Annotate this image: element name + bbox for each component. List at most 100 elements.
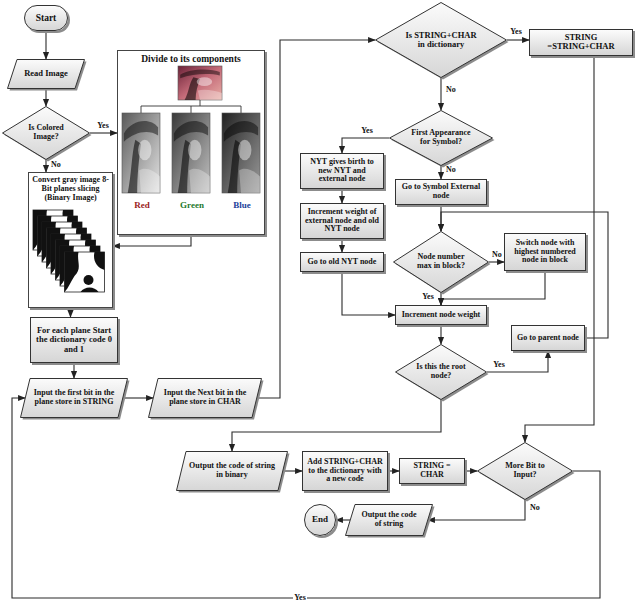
flow-arrow bbox=[487, 351, 548, 372]
channel-label: Red bbox=[122, 201, 162, 211]
process-box: For each plane Start the dictionary code… bbox=[30, 317, 118, 363]
terminal: Start bbox=[24, 5, 68, 31]
edge-label: Yes bbox=[421, 293, 435, 302]
edge-label: Yes bbox=[509, 28, 523, 37]
flow-arrow bbox=[70, 308, 71, 317]
io-box: Output the code of string in binary bbox=[176, 451, 288, 491]
process-box: Go to old NYT node bbox=[300, 252, 384, 272]
photo-ground bbox=[122, 113, 160, 193]
node-text: Start bbox=[36, 13, 57, 23]
portrait bbox=[224, 121, 260, 193]
node-text: More Bit to Input? bbox=[497, 462, 553, 480]
node-text: Is STRING+CHAR in dictionary bbox=[403, 31, 480, 50]
edge-label: No bbox=[491, 251, 503, 260]
channel-label: Green bbox=[172, 201, 212, 211]
channel-photos bbox=[122, 113, 260, 193]
process-box: Go to parent node bbox=[511, 325, 585, 351]
panel-heading: Convert gray image 8-Bit planes slicing … bbox=[29, 176, 112, 202]
node-text: Add STRING+CHAR to the dictionary with a… bbox=[307, 458, 383, 484]
edge-label: Yes bbox=[360, 127, 374, 136]
shape-border bbox=[396, 345, 487, 400]
bit-planes bbox=[33, 210, 105, 292]
process-box: Go to Symbol External node bbox=[395, 179, 487, 205]
flow-arrow bbox=[440, 78, 441, 110]
node-text: Input the first bit in the plane store i… bbox=[33, 389, 115, 407]
flow-arrow bbox=[336, 519, 350, 520]
flow-arrow bbox=[45, 31, 46, 59]
split-lines bbox=[141, 100, 241, 113]
flow-arrow bbox=[342, 272, 395, 315]
shape-border bbox=[149, 379, 262, 418]
flow-arrow bbox=[341, 239, 342, 252]
shape-border bbox=[3, 107, 90, 160]
flow-arrow bbox=[73, 363, 74, 378]
photo-ground bbox=[178, 66, 222, 100]
shape-border bbox=[177, 452, 288, 491]
flow-arrow bbox=[283, 470, 302, 471]
image-panel: Convert gray image 8-Bit planes slicing … bbox=[28, 172, 113, 308]
flow-arrow bbox=[428, 500, 525, 520]
decision-diamond: More Bit to Input? bbox=[477, 442, 573, 500]
node-text: Go to Symbol External node bbox=[400, 183, 482, 201]
io-box: Read Image bbox=[7, 59, 85, 89]
node-text: Is Colored Image? bbox=[21, 124, 72, 142]
shape-border bbox=[346, 505, 433, 536]
flow-arrow bbox=[388, 470, 399, 471]
edge-label: No bbox=[50, 161, 62, 170]
flow-arrow bbox=[12, 398, 600, 598]
process-box: Increment node weight bbox=[395, 305, 487, 325]
node-text: Go to parent node bbox=[517, 334, 579, 343]
edge-label: No bbox=[445, 86, 457, 95]
node-text: STRING =STRING+CHAR bbox=[534, 33, 628, 52]
flow-arrow bbox=[465, 470, 477, 471]
flow-arrow bbox=[232, 400, 441, 451]
io-box: Output the code of string bbox=[345, 504, 433, 536]
flow-arrow bbox=[45, 160, 46, 172]
flow-arrow bbox=[440, 166, 441, 179]
process-box: STRING =STRING+CHAR bbox=[529, 29, 633, 56]
tree-line bbox=[141, 100, 241, 113]
photo-ground bbox=[222, 113, 260, 193]
node-text: Increment weight of external node and ol… bbox=[305, 208, 379, 234]
process-box: NYT gives birth to new NYT and external … bbox=[300, 153, 384, 189]
node-text: Read Image bbox=[24, 69, 68, 78]
node-text: Input the Next bit in the plane store in… bbox=[161, 389, 249, 407]
edge-label: Yes bbox=[96, 122, 110, 131]
decision-diamond: Is Colored Image? bbox=[2, 106, 90, 160]
edge-label: No bbox=[529, 504, 541, 513]
photo-ground bbox=[172, 113, 210, 193]
node-text: First Appearance for Symbol? bbox=[411, 129, 471, 147]
decision-diamond: First Appearance for Symbol? bbox=[389, 110, 493, 166]
process-box: Switch node with highest numbered node i… bbox=[504, 233, 586, 271]
io-box: Input the first bit in the plane store i… bbox=[20, 378, 128, 418]
decision-diamond: Is this the root node? bbox=[395, 344, 487, 400]
node-text: Go to old NYT node bbox=[308, 258, 377, 267]
flow-arrow bbox=[90, 132, 117, 133]
node-text: For each plane Start the dictionary code… bbox=[35, 326, 113, 354]
flow-arrow bbox=[489, 261, 504, 262]
shape-border bbox=[394, 232, 489, 293]
panel-ground bbox=[28, 172, 113, 308]
flow-arrow bbox=[507, 39, 529, 40]
edge-label: No bbox=[445, 166, 457, 175]
node-text: Is this the root node? bbox=[415, 363, 468, 381]
color-photo bbox=[178, 66, 222, 100]
panel-heading: Divide to its components bbox=[118, 54, 264, 64]
bit-plane bbox=[65, 252, 105, 292]
process-box: Increment weight of external node and ol… bbox=[300, 203, 384, 239]
portrait bbox=[180, 69, 222, 100]
decision-diamond: Is STRING+CHAR in dictionary bbox=[375, 2, 507, 78]
end-terminal: End bbox=[304, 504, 336, 536]
flow-arrow bbox=[123, 397, 153, 398]
node-text: End bbox=[312, 515, 328, 525]
shape-border bbox=[21, 379, 128, 418]
flow-arrow bbox=[342, 138, 389, 153]
shape-border bbox=[478, 443, 573, 500]
node-text: Output the code of string in binary bbox=[189, 462, 275, 480]
decision-diamond: Node number max in block? bbox=[393, 231, 489, 293]
node-text: Switch node with highest numbered node i… bbox=[509, 239, 581, 265]
node-text: Node number max in block? bbox=[413, 253, 469, 271]
image-panel: Divide to its componentsRedGreenBlue bbox=[117, 50, 265, 235]
shape-border bbox=[8, 60, 85, 89]
